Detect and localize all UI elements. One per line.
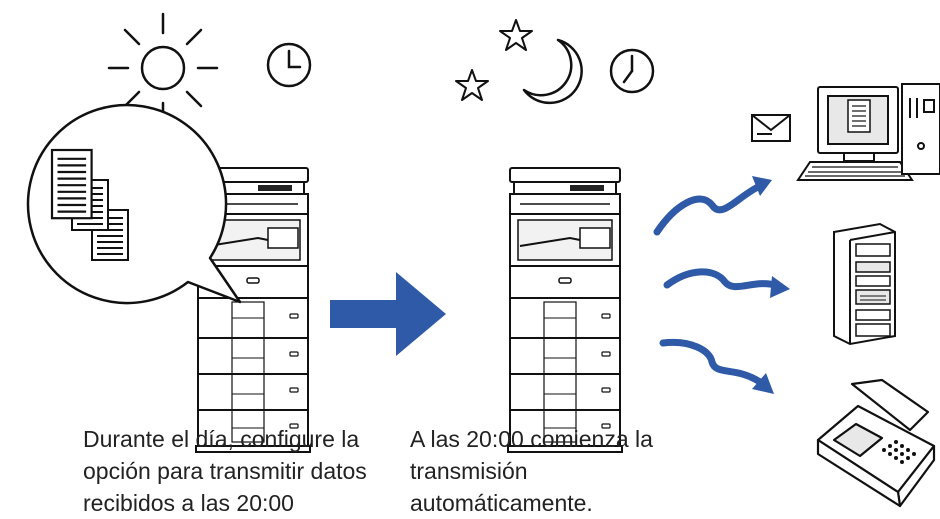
middle-caption: A las 20:00 comienza la transmisión auto… xyxy=(410,423,653,519)
middle-caption-line-3: automáticamente. xyxy=(410,490,593,516)
star-icon xyxy=(499,19,533,51)
middle-caption-line-2: transmisión xyxy=(410,458,528,484)
document-stack-icon xyxy=(50,148,129,261)
left-caption-line-3: recibidos a las 20:00 xyxy=(83,490,294,516)
middle-caption-line-1: A las 20:00 comienza la xyxy=(410,426,653,452)
left-caption-line-1: Durante el día, configure la xyxy=(83,426,360,452)
night-clock-icon xyxy=(609,48,655,94)
send-arrow-to-server xyxy=(663,268,790,298)
fax-icon xyxy=(816,378,936,508)
left-caption-line-2: opción para transmitir datos xyxy=(83,458,367,484)
transfer-arrow-icon xyxy=(330,272,446,356)
server-icon xyxy=(833,222,896,346)
left-caption: Durante el día, configure la opción para… xyxy=(83,423,367,519)
document-balloon xyxy=(26,103,242,305)
sun-icon xyxy=(107,12,219,124)
send-arrow-to-fax xyxy=(659,338,774,394)
send-arrow-to-computer xyxy=(653,176,772,236)
day-clock-icon xyxy=(266,42,312,88)
star-icon xyxy=(455,69,489,101)
moon-icon xyxy=(522,38,583,105)
multifunction-printer-right xyxy=(507,167,623,453)
computer-icon xyxy=(751,83,940,181)
